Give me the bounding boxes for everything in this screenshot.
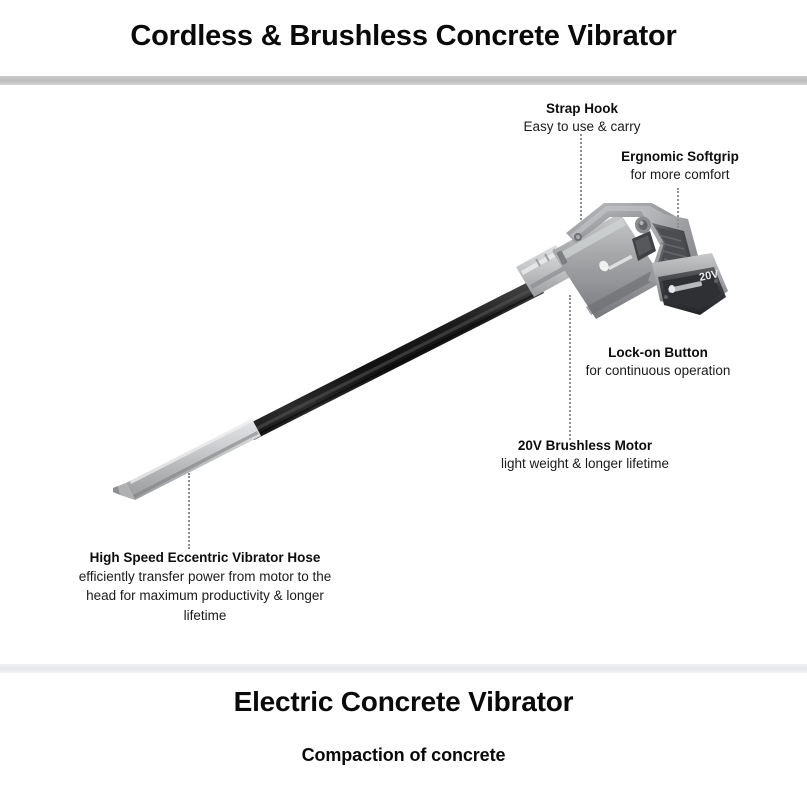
leader-line-strap-hook bbox=[580, 134, 582, 220]
callout-vibrator-hose-subtitle-line3: lifetime bbox=[183, 607, 227, 623]
leader-line-softgrip bbox=[677, 188, 679, 228]
callout-brushless-motor: 20V Brushless Motor light weight & longe… bbox=[430, 437, 740, 473]
divider-bottom bbox=[0, 664, 807, 673]
vibrator-head bbox=[113, 418, 261, 500]
callout-ergonomic-softgrip-title: Ergnomic Softgrip bbox=[621, 149, 739, 164]
callout-vibrator-hose: High Speed Eccentric Vibrator Hose effic… bbox=[35, 549, 375, 626]
callout-brushless-motor-subtitle: light weight & longer lifetime bbox=[500, 455, 670, 471]
callout-lock-on-button: Lock-on Button for continuous operation bbox=[518, 344, 798, 380]
leader-line-lock-on bbox=[569, 295, 571, 440]
vibrator-hose-shaft bbox=[246, 278, 544, 440]
callout-ergonomic-softgrip: Ergnomic Softgrip for more comfort bbox=[540, 148, 807, 184]
footer-subtitle: Compaction of concrete bbox=[301, 745, 506, 765]
callout-brushless-motor-title: 20V Brushless Motor bbox=[517, 438, 653, 453]
leader-line-vibrator-hose bbox=[188, 473, 190, 549]
callout-vibrator-hose-subtitle-line2: head for maximum productivity & longer bbox=[86, 588, 324, 604]
page-title: Cordless & Brushless Concrete Vibrator bbox=[130, 20, 677, 52]
callout-strap-hook-title: Strap Hook bbox=[545, 101, 618, 116]
callout-lock-on-button-subtitle: for continuous operation bbox=[585, 362, 731, 378]
product-illustration: 20V bbox=[113, 203, 728, 500]
callout-ergonomic-softgrip-subtitle: for more comfort bbox=[630, 166, 730, 182]
footer-title: Electric Concrete Vibrator bbox=[233, 686, 574, 717]
trigger-and-lock-on-button bbox=[632, 216, 656, 261]
brand-logo-housing bbox=[599, 254, 633, 272]
callout-lock-on-button-title: Lock-on Button bbox=[608, 345, 708, 360]
callout-vibrator-hose-title: High Speed Eccentric Vibrator Hose bbox=[89, 550, 321, 565]
divider-top bbox=[0, 76, 807, 85]
callout-strap-hook-subtitle: Easy to use & carry bbox=[523, 118, 641, 134]
battery-pack: 20V bbox=[652, 253, 728, 315]
callout-strap-hook: Strap Hook Easy to use & carry bbox=[452, 100, 712, 136]
callout-vibrator-hose-subtitle-line1: efficiently transfer power from motor to… bbox=[78, 568, 332, 584]
